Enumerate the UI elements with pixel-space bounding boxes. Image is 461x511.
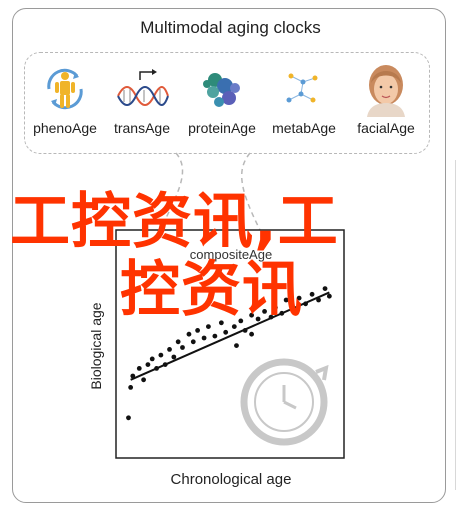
scatter-point (238, 318, 244, 324)
modality-label: proteinAge (188, 120, 256, 136)
scatter-point (158, 352, 164, 358)
watermark-line-2: 控资讯 (120, 255, 303, 325)
modality-label: metabAge (272, 120, 336, 136)
scatter-point (195, 328, 201, 333)
scatter-point (141, 377, 147, 383)
modality-protein: proteinAge (182, 62, 262, 136)
scatter-point (316, 297, 321, 303)
scatter-point (218, 320, 224, 326)
plot-title: compositeAge (189, 247, 273, 262)
modality-panel (24, 52, 430, 154)
modality-label: facialAge (357, 120, 415, 136)
scatter-point (186, 331, 192, 337)
scatter-point (145, 362, 151, 367)
connector-left (159, 152, 184, 231)
diagram-title: Multimodal aging clocks (140, 18, 321, 37)
metabolite-network-icon (264, 62, 344, 116)
connector-right (240, 152, 261, 231)
scatter-point (126, 415, 131, 421)
scatter-point (171, 354, 177, 360)
scatter-point (242, 328, 248, 333)
scatter-point (283, 297, 289, 303)
scatter-point (190, 339, 196, 345)
modality-label: transAge (113, 120, 171, 136)
scatter-point (268, 314, 274, 320)
scatter-point (223, 329, 229, 335)
scatter-point (130, 373, 136, 379)
scatter-point (296, 295, 302, 301)
scatter-point (249, 312, 255, 318)
scatter-point (206, 324, 211, 329)
scatter-point (255, 316, 261, 322)
scatter-point (136, 366, 142, 371)
person-body-icon (25, 62, 105, 116)
scatter-point (167, 347, 172, 352)
scatter-point (322, 286, 328, 291)
watermark-line-1: 工控资讯,工 (10, 187, 339, 257)
scatter-point (272, 305, 278, 310)
scatter-point (231, 324, 237, 329)
scatter-point (154, 366, 159, 371)
scatter-point (234, 343, 239, 348)
watermark-text: 工控资讯,工 控资讯 (10, 188, 339, 324)
scatter-point (249, 331, 255, 337)
scatter-point (180, 345, 185, 350)
stopwatch-icon (240, 358, 329, 446)
modality-facial: facialAge (346, 62, 426, 136)
dna-transcription-icon (102, 62, 182, 116)
modality-metab: metabAge (264, 62, 344, 136)
scatter-point (175, 339, 181, 345)
scatter-point (201, 335, 207, 341)
modality-trans: transAge (102, 62, 182, 136)
x-axis-label: Chronological age (170, 471, 292, 488)
page-edge-divider (455, 160, 456, 490)
scatter-point (149, 356, 155, 362)
modality-label: phenoAge (33, 120, 97, 136)
scatter-point (326, 293, 332, 299)
scatter-point (262, 309, 267, 314)
face-portrait-icon (346, 62, 426, 117)
scatter-point (290, 305, 296, 310)
scatter-point (162, 362, 168, 367)
scatter-point (303, 301, 308, 307)
modality-pheno: phenoAge (25, 62, 105, 136)
scatter-point (309, 291, 315, 297)
protein-molecule-icon (182, 62, 262, 116)
scatter-point (279, 310, 285, 316)
scatter-point (128, 385, 134, 390)
scatter-point (212, 333, 218, 339)
